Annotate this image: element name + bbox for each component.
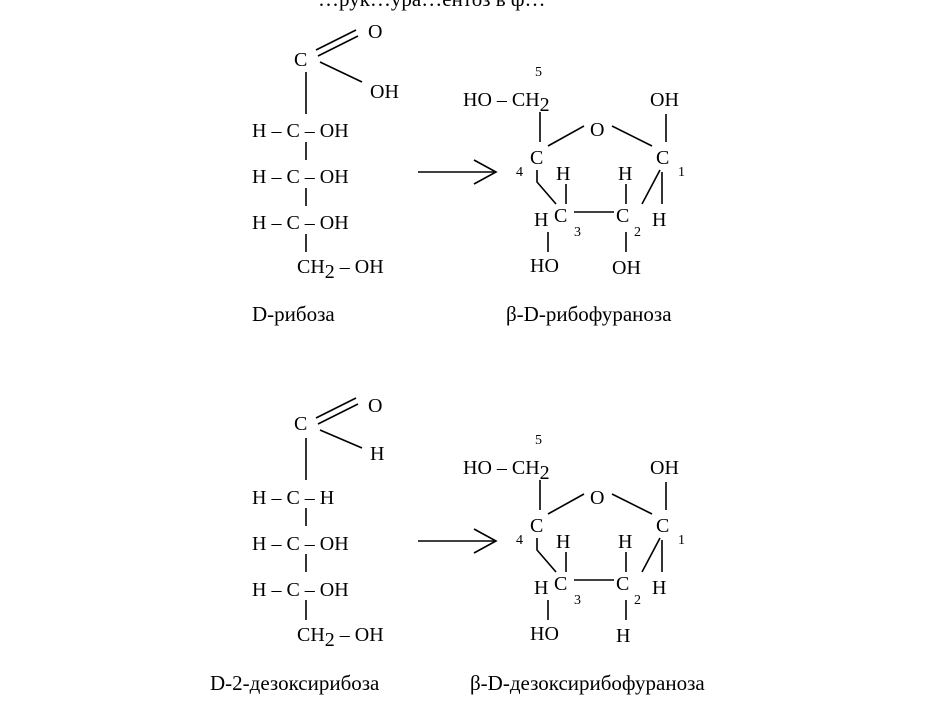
ribofuranose-h-c2: H	[652, 209, 666, 231]
ribofuranose-c2-substituent: OH	[612, 257, 641, 279]
deoxyribose-row-4: H – C – OH	[252, 579, 349, 601]
ribofuranose-c3-substituent: HO	[530, 255, 559, 277]
ribose-double-bond-a	[315, 29, 357, 51]
deoxyribose-carbonyl-oxygen: O	[368, 395, 382, 417]
ribofuranose-ring: 5 HO – CH2 OH C 4 O C 1 H H H C 3 C 2 H …	[463, 65, 685, 326]
deoxyribose-open-chain: C O H H – C – H H – C – OH H – C – OH CH…	[210, 395, 384, 695]
ribofuranose-c1-label: 1	[678, 165, 685, 180]
ribose-aldehyde-hydroxyl: OH	[370, 81, 399, 103]
ribose-open-chain: C O OH H – C – OH H – C – OH H – C – OH …	[252, 21, 399, 326]
deoxyribose-aldehyde-hydrogen: H	[370, 443, 384, 465]
ribose-row-4: H – C – OH	[252, 212, 349, 234]
ribofuranose-h-c4: H	[556, 163, 570, 185]
deoxyribofuranose-anomeric-oh: OH	[650, 457, 679, 479]
deoxyribofuranose-c3: C	[554, 573, 567, 595]
ribofuranose-c4: C	[530, 147, 543, 169]
ribofuranose-o-c1-bond	[611, 125, 653, 147]
ribose-caption: D-рибоза	[252, 302, 335, 326]
deoxyribofuranose-c2: C	[616, 573, 629, 595]
deoxyribofuranose-ch2oh: HO – CH2	[463, 457, 550, 484]
ribofuranose-h-c3: H	[534, 209, 548, 231]
deoxyribofuranose-caption: β-D-дезоксирибофураноза	[470, 671, 705, 695]
conversion-arrow-bottom	[418, 528, 498, 554]
ribofuranose-ring-oxygen: O	[590, 119, 604, 141]
ribofuranose-c3-label: 3	[574, 225, 581, 240]
ribose-row-3: H – C – OH	[252, 166, 349, 188]
ribofuranose-c4-o-bond	[547, 125, 585, 147]
deoxyribofuranose-h-c1: H	[618, 531, 632, 553]
ribofuranose-c2-label: 2	[634, 225, 641, 240]
deoxyribofuranose-o-c1-bond	[611, 493, 653, 515]
ribofuranose-anomeric-oh: OH	[650, 89, 679, 111]
deoxyribofuranose-c1-c2-bond	[641, 537, 661, 573]
deoxyribofuranose-c5-label: 5	[535, 433, 542, 448]
ribofuranose-c4-label: 4	[516, 165, 523, 180]
deoxyribose-double-bond-b	[317, 403, 359, 425]
header-fragment: …рук…ура…ентоз в ф…	[318, 0, 546, 11]
deoxyribose-caption: D-2-дезоксирибоза	[210, 671, 380, 695]
conversion-arrow-top	[418, 159, 498, 185]
ribofuranose-c1-c2-bond	[641, 169, 661, 205]
deoxyribofuranose-c2-substituent: H	[616, 625, 630, 647]
deoxyribofuranose-c4-c3-bond	[536, 538, 557, 573]
ribofuranose-caption: β-D-рибофураноза	[506, 302, 672, 326]
deoxyribofuranose-h-c3: H	[534, 577, 548, 599]
ribofuranose-c3: C	[554, 205, 567, 227]
ribose-row-2: H – C – OH	[252, 120, 349, 142]
deoxyribofuranose-c4: C	[530, 515, 543, 537]
ribose-double-bond-b	[317, 35, 359, 57]
ribofuranose-c2: C	[616, 205, 629, 227]
ribofuranose-c4-c3-bond	[536, 170, 557, 205]
deoxyribofuranose-c1: C	[656, 515, 669, 537]
deoxyribose-row-3: H – C – OH	[252, 533, 349, 555]
ribose-single-bond-oh	[319, 61, 363, 83]
deoxyribose-double-bond-a	[315, 397, 357, 419]
deoxyribofuranose-c3-substituent: HO	[530, 623, 559, 645]
deoxyribofuranose-h-c2: H	[652, 577, 666, 599]
ribose-carbonyl-oxygen: O	[368, 21, 382, 43]
deoxyribose-row-2: H – C – H	[252, 487, 334, 509]
deoxyribofuranose-ring-oxygen: O	[590, 487, 604, 509]
deoxyribofuranose-c4-label: 4	[516, 533, 523, 548]
deoxyribofuranose-ring: 5 HO – CH2 OH C 4 O C 1 H H H C 3 C 2 H …	[463, 433, 705, 695]
deoxyribofuranose-c2-label: 2	[634, 593, 641, 608]
deoxyribose-bottom-group: CH2 – OH	[297, 624, 384, 651]
deoxyribofuranose-c1-label: 1	[678, 533, 685, 548]
ribofuranose-c1: C	[656, 147, 669, 169]
deoxyribofuranose-c3-label: 3	[574, 593, 581, 608]
deoxyribofuranose-h-c4: H	[556, 531, 570, 553]
ribose-aldehyde-carbon: C	[294, 49, 307, 71]
deoxyribofuranose-c4-o-bond	[547, 493, 585, 515]
ribofuranose-h-c1: H	[618, 163, 632, 185]
deoxyribose-aldehyde-carbon: C	[294, 413, 307, 435]
ribofuranose-ch2oh: HO – CH2	[463, 89, 550, 116]
deoxyribose-single-bond-h	[319, 429, 363, 449]
ribose-bottom-group: CH2 – OH	[297, 256, 384, 283]
ribofuranose-c5-label: 5	[535, 65, 542, 80]
